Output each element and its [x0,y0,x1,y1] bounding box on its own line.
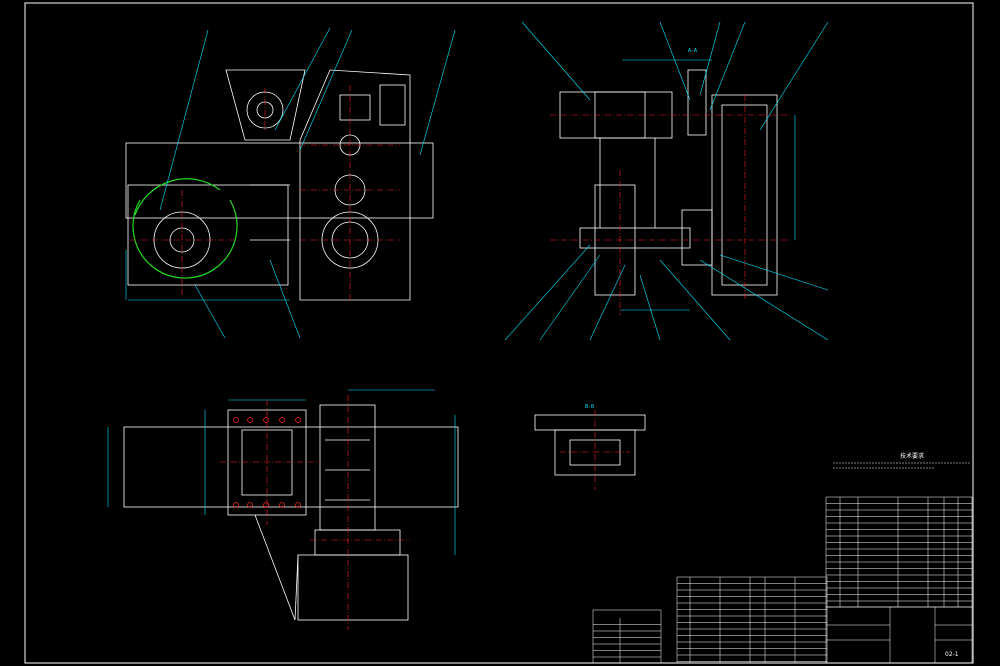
parts-list-right [825,496,973,608]
front-view [125,69,434,301]
tech-notes-title: 技术要求 [900,452,924,460]
section-view [559,69,778,296]
front-view-leaders [125,27,456,339]
sheet-code: 02-1 [945,651,959,658]
standard-parts-table [592,609,662,664]
plan-view [123,404,459,621]
section-view-leaders [504,21,829,341]
front-view-highlight [132,178,238,279]
front-view-centerlines [130,85,400,300]
detail-view-centerlines [560,410,630,490]
section-view-centerlines [550,95,790,315]
tech-notes: 技术要求 [833,452,970,469]
detail-label: B-B [585,404,594,410]
section-label: A-A [688,48,697,54]
plan-view-dims [107,389,456,555]
title-block [825,606,973,664]
parts-list-left [676,576,828,664]
drawing-frame [24,2,974,664]
plan-view-centerlines [220,395,410,630]
detail-view [534,414,646,476]
plan-view-bolts [233,417,301,508]
